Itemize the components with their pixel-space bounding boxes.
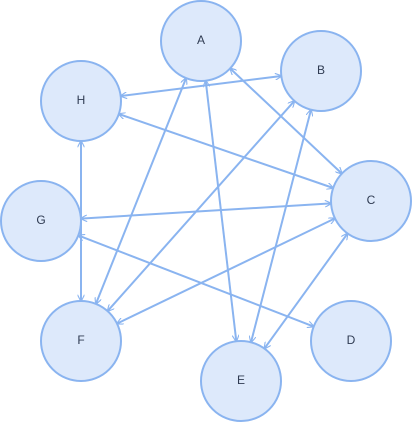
edge-b-e bbox=[251, 110, 311, 343]
edge-g-c bbox=[81, 203, 331, 218]
node-circle-b bbox=[280, 30, 362, 112]
node-c[interactable]: C bbox=[330, 160, 412, 242]
node-label-h: H bbox=[77, 93, 86, 107]
edge-c-f bbox=[117, 218, 335, 323]
node-b[interactable]: B bbox=[280, 30, 362, 112]
node-label-f: F bbox=[77, 333, 84, 347]
node-e[interactable]: E bbox=[200, 340, 282, 422]
node-circle-e bbox=[200, 340, 282, 422]
node-label-d: D bbox=[347, 333, 356, 347]
node-circle-a bbox=[160, 0, 242, 82]
node-a[interactable]: A bbox=[160, 0, 242, 82]
node-circle-f bbox=[40, 300, 122, 382]
node-h[interactable]: H bbox=[40, 60, 122, 142]
node-g[interactable]: G bbox=[0, 180, 82, 262]
node-circle-h bbox=[40, 60, 122, 142]
node-f[interactable]: F bbox=[40, 300, 122, 382]
node-circle-g bbox=[0, 180, 82, 262]
node-label-g: G bbox=[36, 213, 45, 227]
node-d[interactable]: D bbox=[310, 300, 392, 382]
node-circle-d bbox=[310, 300, 392, 382]
node-label-e: E bbox=[237, 373, 245, 387]
node-label-b: B bbox=[317, 63, 325, 77]
edge-h-b bbox=[121, 76, 282, 96]
edge-g-d bbox=[78, 235, 313, 326]
node-label-c: C bbox=[367, 193, 376, 207]
node-circle-c bbox=[330, 160, 412, 242]
edge-c-e bbox=[264, 233, 347, 348]
node-label-a: A bbox=[197, 33, 205, 47]
